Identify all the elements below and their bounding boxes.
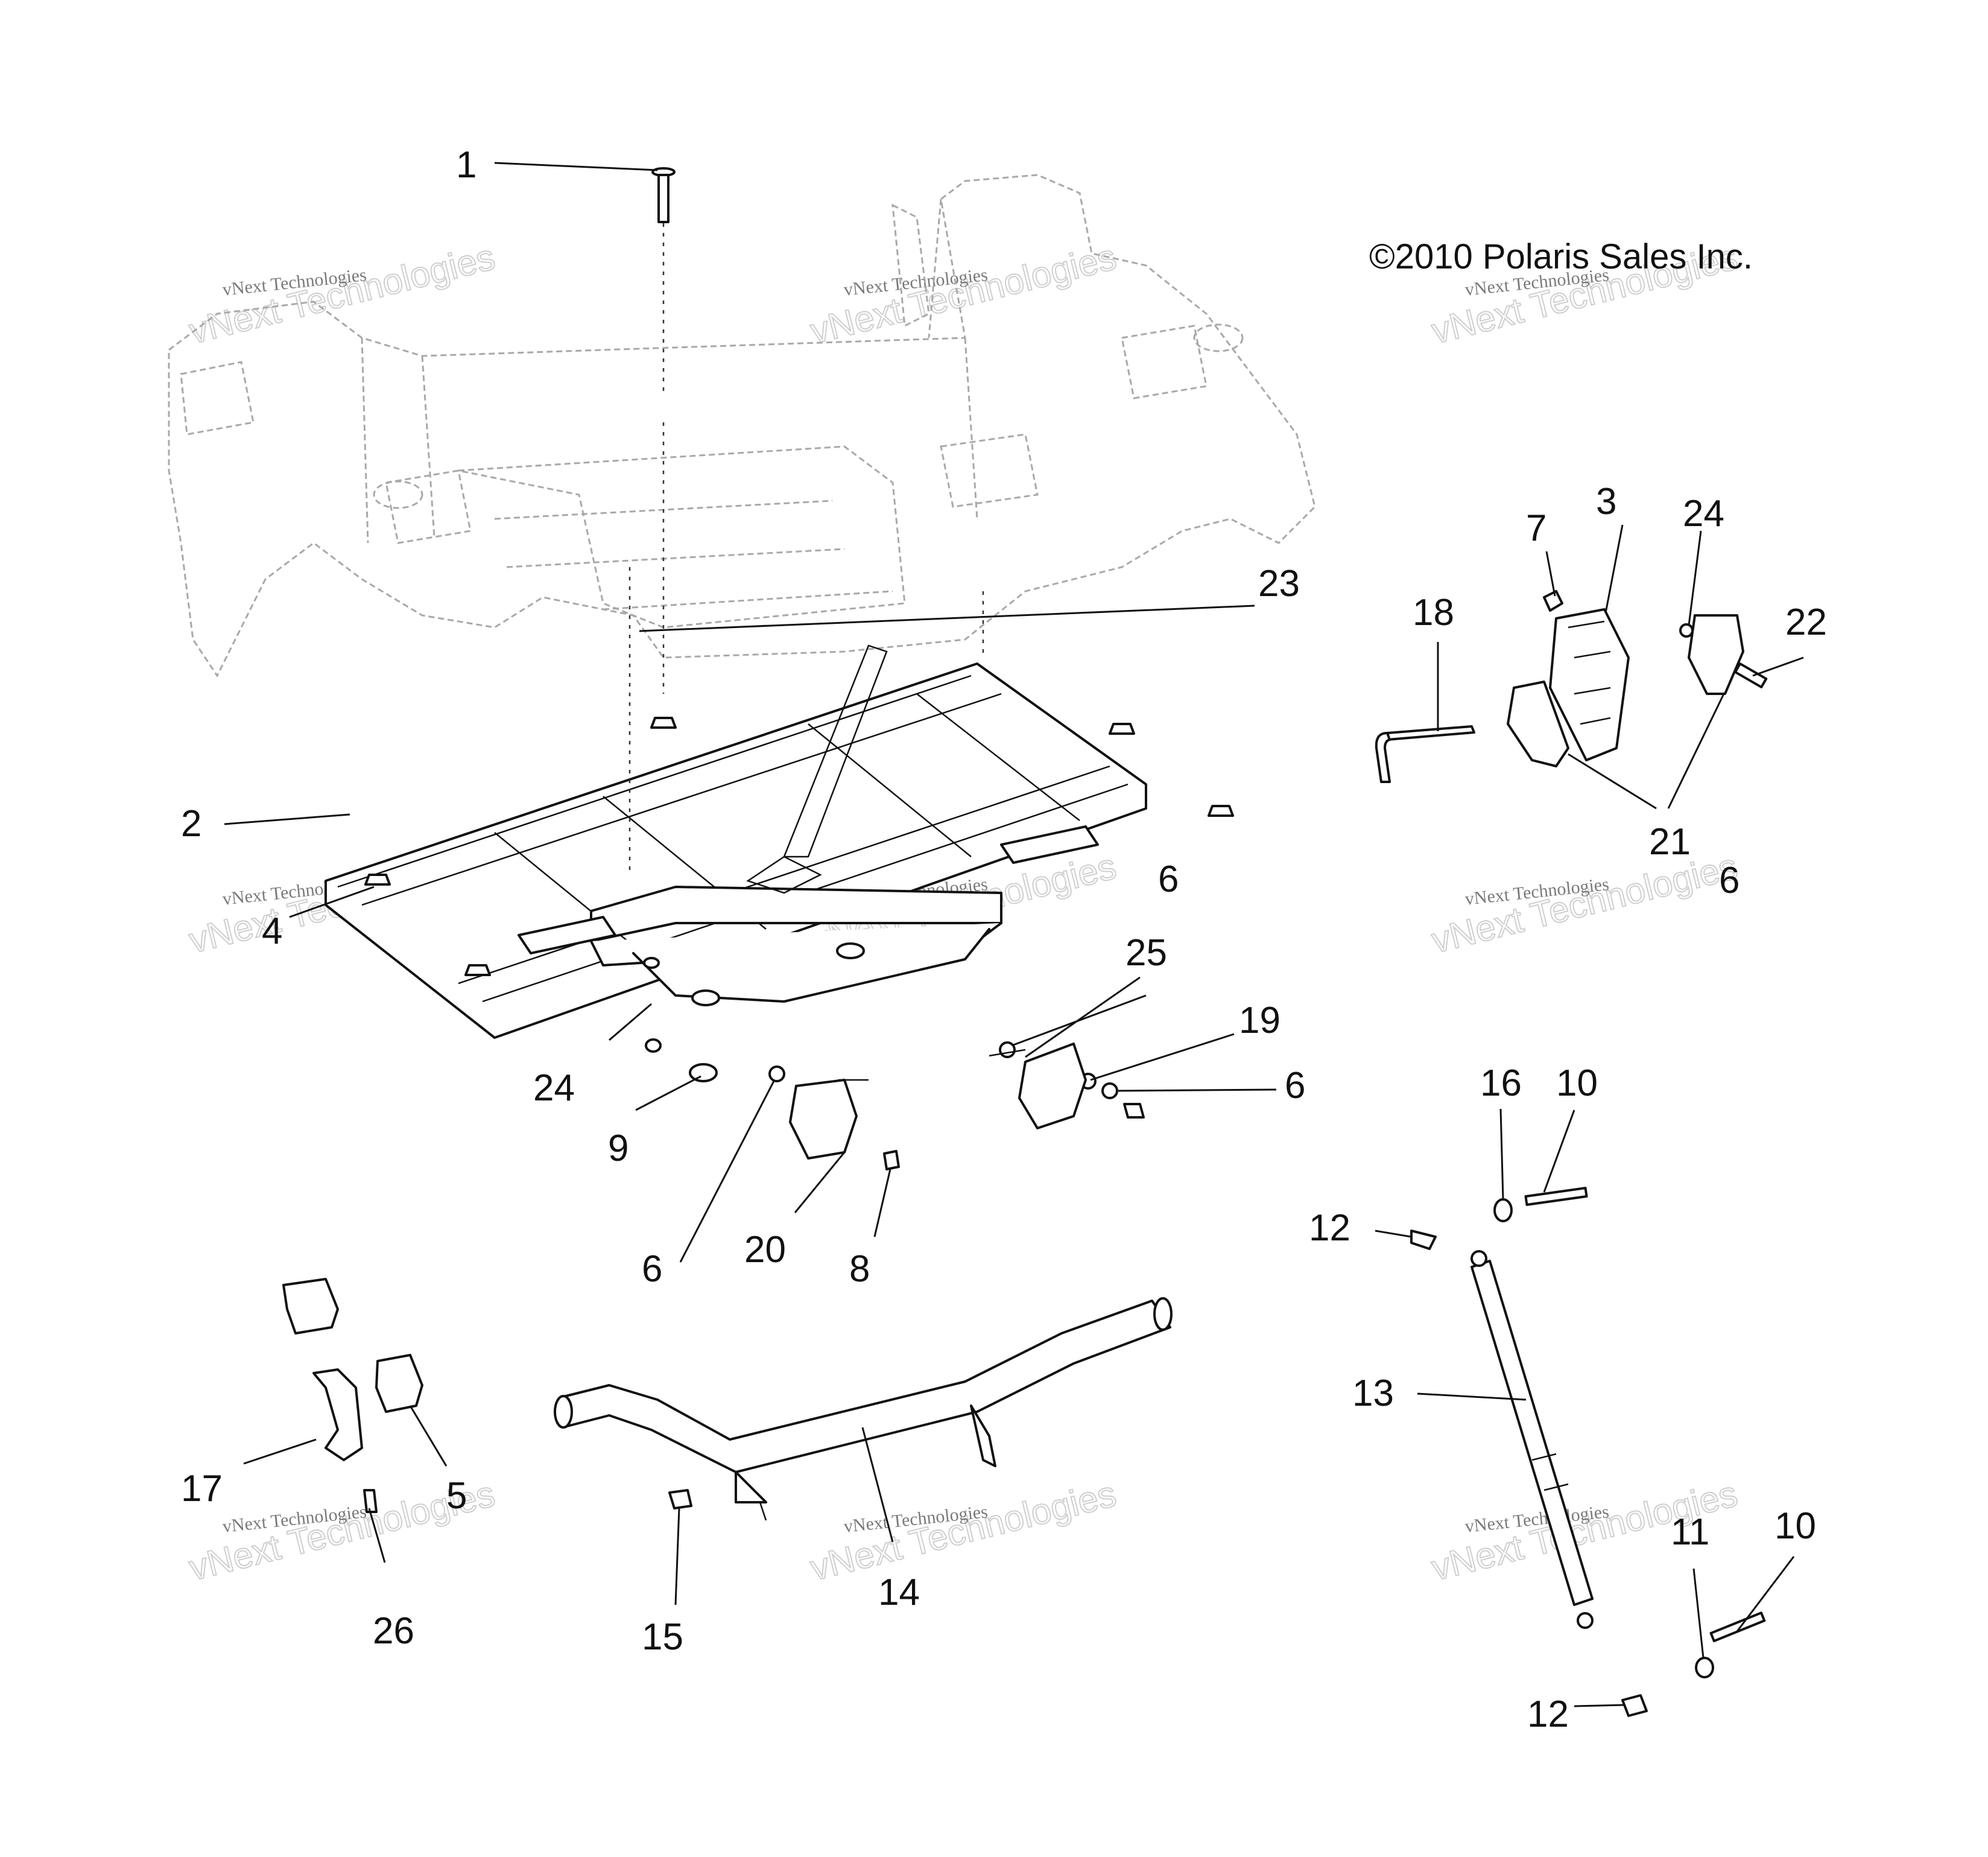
callout-8: 8 — [849, 1248, 870, 1290]
watermark: vNext Technologies vNext Technologies — [1427, 845, 1742, 962]
push-pin-part — [651, 167, 676, 392]
callout-18: 18 — [1413, 592, 1454, 633]
callout-7: 7 — [1526, 507, 1546, 549]
leader-lines — [224, 162, 1804, 1707]
callout-24: 24 — [1683, 493, 1724, 535]
callout-20: 20 — [744, 1229, 786, 1271]
callout-11: 11 — [1671, 1511, 1709, 1553]
callout-6: 6 — [1285, 1065, 1305, 1106]
frame-fasteners — [364, 422, 1234, 1082]
callout-10: 10 — [1774, 1505, 1816, 1547]
watermark: vNext Technologies vNext Technologies — [806, 236, 1121, 352]
callout-6: 6 — [642, 1248, 662, 1290]
latch-assembly-part — [1375, 590, 1768, 783]
callout-9: 9 — [608, 1128, 628, 1169]
cargo-box-ghost — [168, 174, 1316, 678]
callout-10: 10 — [1556, 1062, 1598, 1104]
callout-23: 23 — [1258, 563, 1300, 605]
callout-15: 15 — [642, 1616, 683, 1658]
callout-17: 17 — [181, 1468, 223, 1509]
callout-12: 12 — [1309, 1207, 1350, 1249]
callout-16: 16 — [1480, 1062, 1522, 1104]
copyright-notice: ©2010 Polaris Sales Inc. — [1369, 237, 1753, 276]
watermark: vNext Technologies vNext Technologies — [806, 1473, 1121, 1589]
callout-5: 5 — [446, 1475, 467, 1517]
callout-14: 14 — [878, 1572, 920, 1613]
callout-12: 12 — [1527, 1694, 1569, 1735]
clamp-parts — [282, 1278, 692, 1513]
callout-6: 6 — [1158, 859, 1179, 900]
callout-24: 24 — [533, 1067, 575, 1109]
callout-labels: 1 2 3 4 5 6 6 6 6 7 8 9 10 10 11 12 12 1… — [181, 144, 1827, 1735]
callout-3: 3 — [1596, 481, 1616, 522]
callout-6: 6 — [1719, 860, 1740, 901]
callout-26: 26 — [373, 1610, 414, 1652]
callout-22: 22 — [1785, 602, 1827, 643]
cargo-frame-part — [324, 644, 1147, 1039]
callout-2: 2 — [181, 803, 201, 845]
watermark: vNext Technologies vNext Technologies — [185, 236, 499, 352]
hinge-bracket-parts — [768, 1041, 1145, 1170]
callout-13: 13 — [1352, 1373, 1394, 1414]
callout-19: 19 — [1239, 1000, 1280, 1041]
callout-25: 25 — [1125, 932, 1167, 974]
callout-21: 21 — [1649, 821, 1691, 863]
callout-1: 1 — [456, 144, 476, 186]
gas-strut-parts — [1410, 1187, 1766, 1717]
callout-4: 4 — [262, 910, 282, 952]
